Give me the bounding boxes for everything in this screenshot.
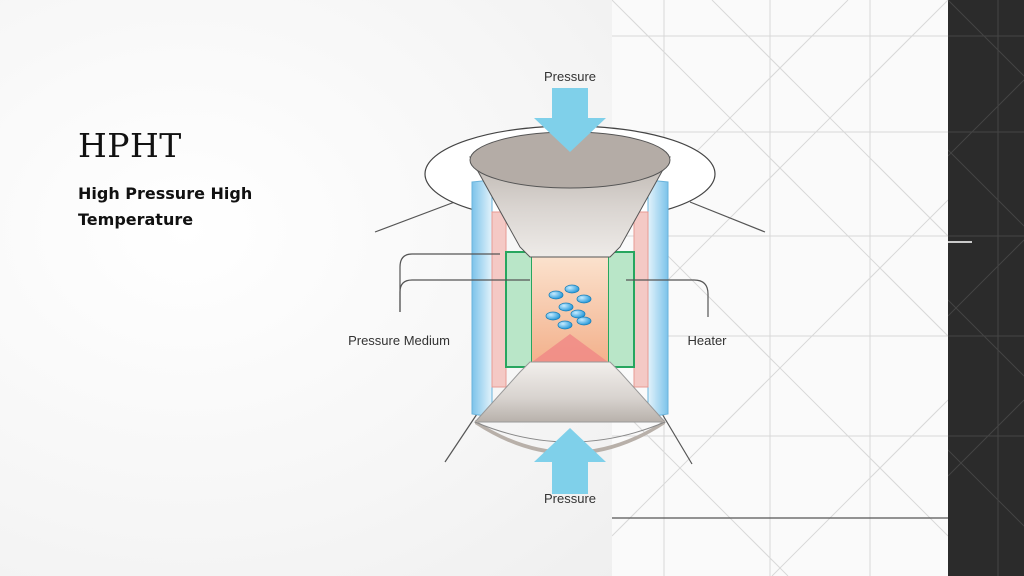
slide-title: HPHT bbox=[78, 126, 182, 165]
pressure-medium-right bbox=[607, 251, 635, 368]
dark-sidebar bbox=[947, 0, 1024, 576]
dark-pattern bbox=[947, 0, 1024, 576]
label-heater: Heater bbox=[687, 333, 727, 348]
bottom-anvil-edge bbox=[475, 420, 665, 455]
crystal bbox=[558, 302, 574, 312]
crystal bbox=[576, 316, 592, 326]
crystal bbox=[557, 320, 573, 330]
hpht-press-diagram: Pressure Pressure Pressure Medium Heater bbox=[348, 69, 766, 506]
callout-pressure-medium bbox=[399, 279, 530, 312]
background-pattern bbox=[611, 0, 949, 576]
crystal bbox=[548, 290, 564, 300]
label-pressure-bottom: Pressure bbox=[544, 491, 596, 506]
pressure-arrow-up-icon bbox=[534, 428, 606, 494]
slide-subtitle: High Pressure High Temperature bbox=[78, 184, 253, 229]
geometric-pattern bbox=[611, 0, 949, 576]
chamber-floor bbox=[532, 334, 608, 362]
crystal bbox=[576, 294, 592, 304]
outer-layer-right bbox=[647, 179, 669, 418]
callout-heater bbox=[626, 279, 709, 317]
callout-pressure-medium-heater bbox=[399, 253, 500, 312]
outer-layer-left bbox=[471, 179, 493, 418]
leader-line bbox=[689, 201, 766, 233]
crystal bbox=[545, 311, 561, 321]
pressure-medium-left bbox=[505, 251, 533, 368]
heater-right bbox=[633, 211, 649, 388]
crystal bbox=[564, 284, 580, 294]
label-pressure-medium: Pressure Medium bbox=[348, 333, 450, 348]
label-pressure-top: Pressure bbox=[544, 69, 596, 84]
heater-left bbox=[491, 211, 507, 388]
crystal bbox=[570, 309, 586, 319]
pressure-arrow-down-icon bbox=[534, 88, 606, 152]
leader-line bbox=[374, 199, 461, 233]
